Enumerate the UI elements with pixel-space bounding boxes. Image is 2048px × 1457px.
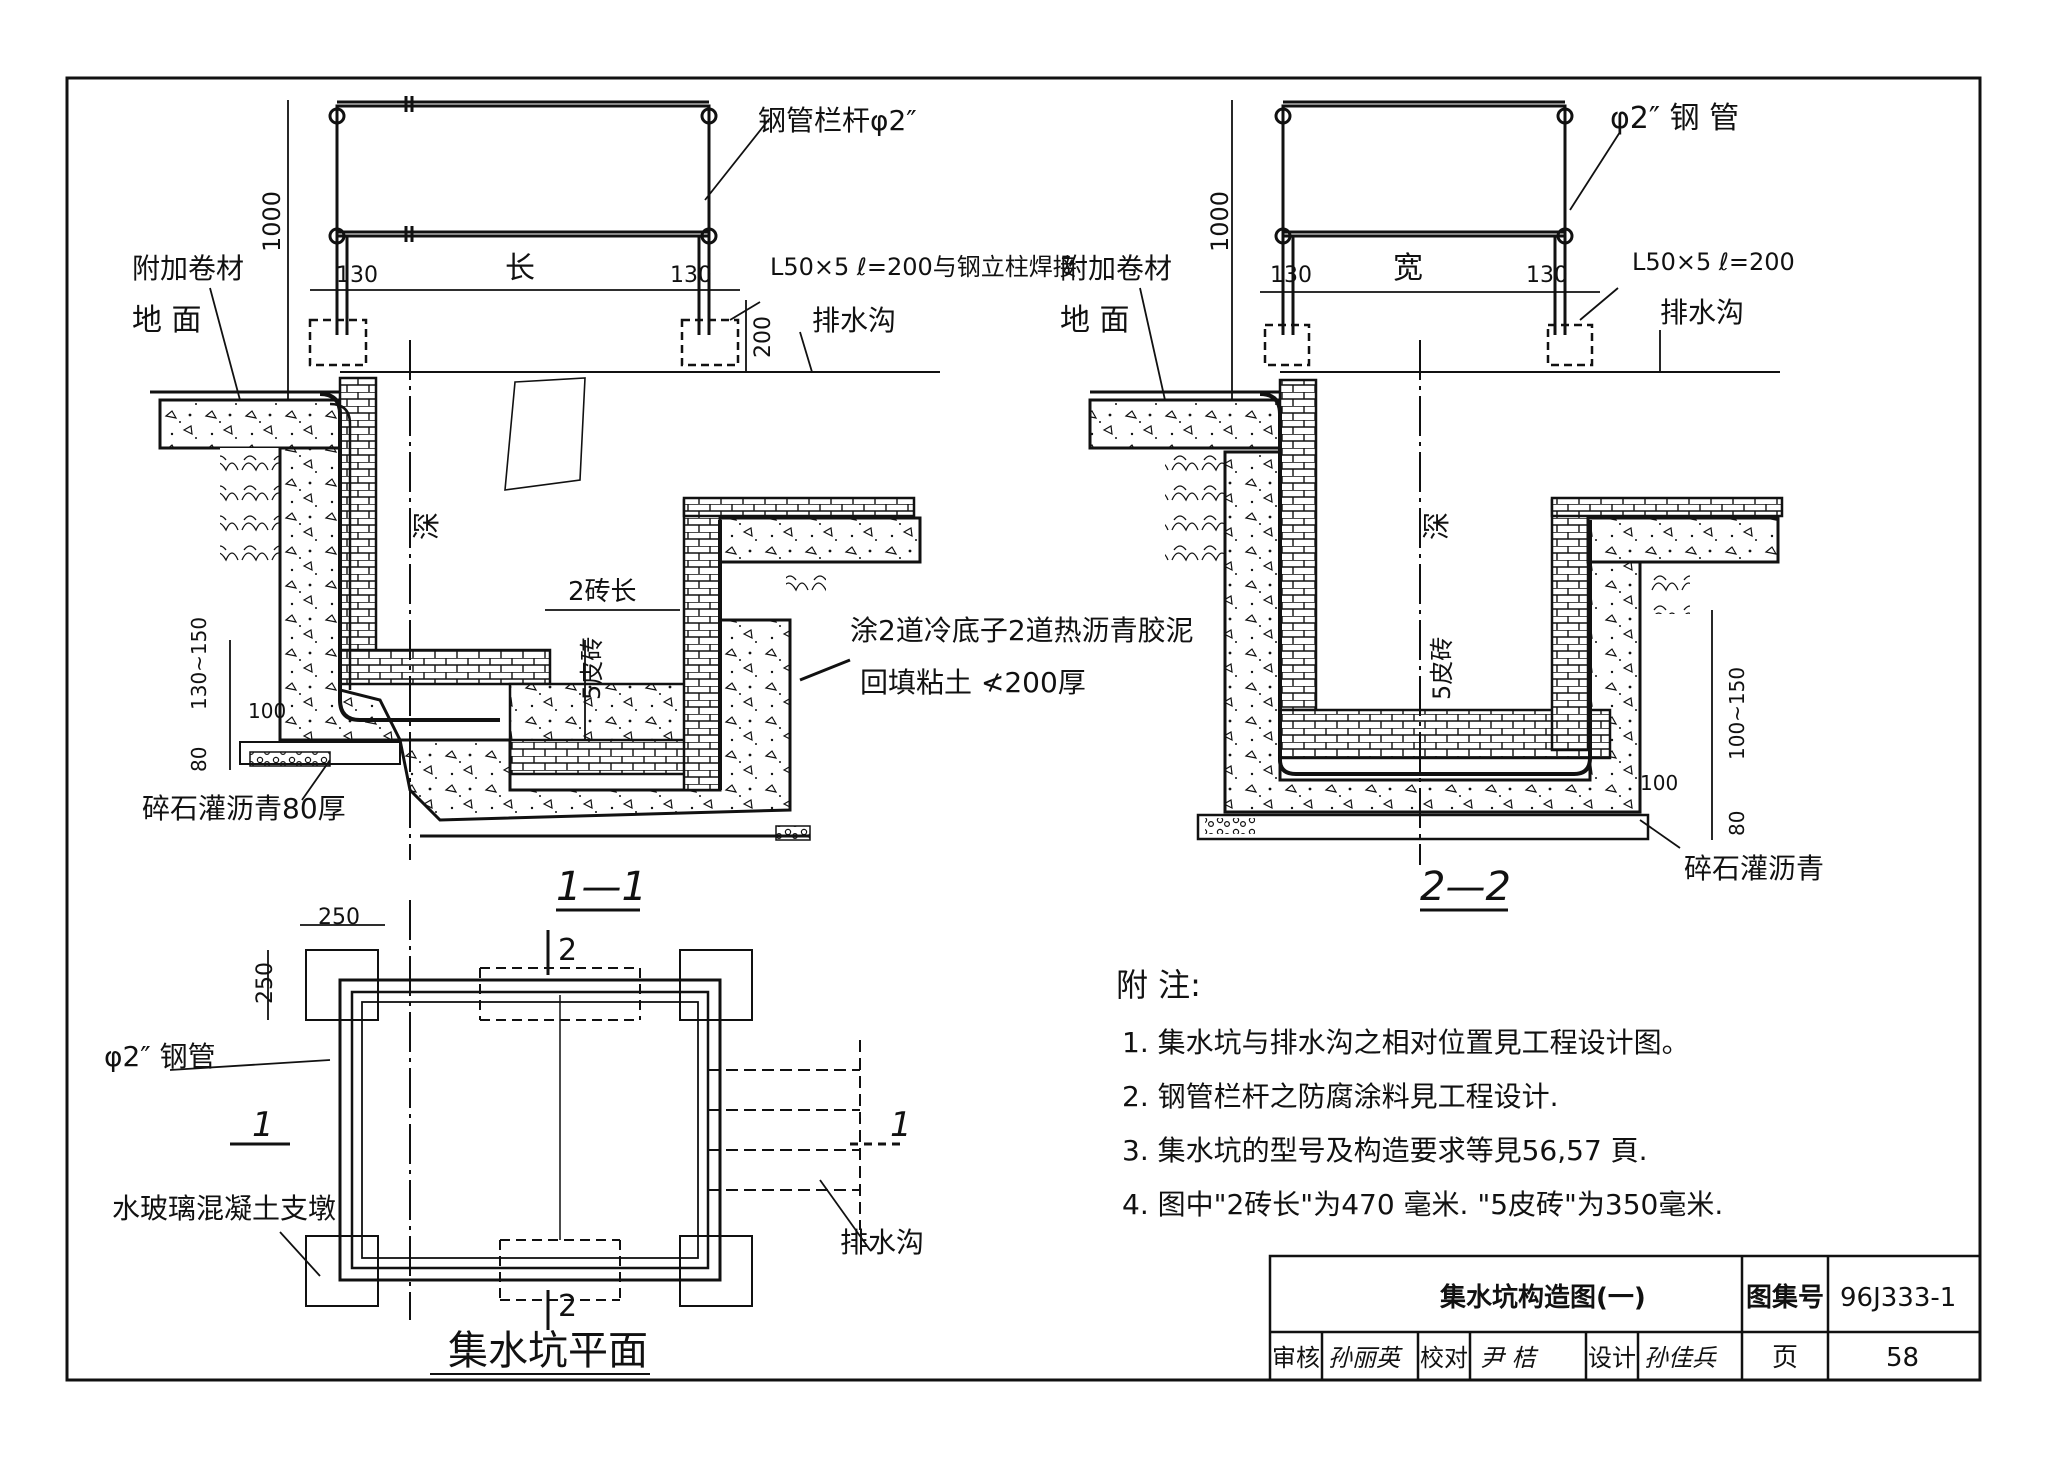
- s2-dim-100: 100: [1640, 771, 1678, 795]
- s1-five-brick-label: 5皮砖: [578, 637, 606, 700]
- note-3: 3. 集水坑的型号及构造要求等見56,57 頁.: [1122, 1134, 1648, 1167]
- s1-drain-label: 排水沟: [812, 304, 896, 337]
- plan-pipe-label: φ2″ 钢管: [104, 1040, 216, 1073]
- s1-dim-80: 80: [187, 747, 211, 772]
- s2-angle-steel-label: L50×5 ℓ=200: [1632, 248, 1795, 276]
- plan-support-label: 水玻璃混凝土支墩: [112, 1192, 336, 1225]
- title-block-page-no: 58: [1886, 1343, 1919, 1373]
- title-block-design: 设计: [1588, 1344, 1636, 1372]
- s2-height-1000: 1000: [1206, 191, 1234, 252]
- s1-dim-length: 长: [505, 251, 535, 286]
- s1-railing-label: 钢管栏杆φ2″: [758, 104, 917, 137]
- railing-1: [328, 96, 718, 335]
- s2-five-brick-label: 5皮砖: [1428, 637, 1456, 700]
- plan-drawing: [169, 900, 900, 1375]
- railing-2: [1274, 100, 1574, 335]
- sheet-border: [65, 76, 1982, 1382]
- s2-dim-width: 宽: [1393, 251, 1423, 286]
- s1-dim-130-right: 130: [670, 263, 712, 288]
- title-block-drawing-title: 集水坑构造图(一): [1439, 1282, 1646, 1313]
- s1-backfill-label: 回填粘土 ≮200厚: [860, 666, 1086, 699]
- s2-extra-membrane-label: 附加卷材: [1060, 252, 1172, 285]
- s2-dim-130-left: 130: [1270, 263, 1312, 288]
- s1-dim-100: 100: [248, 699, 286, 723]
- section-1-1-drawing: [150, 96, 940, 860]
- s2-ground-label: 地 面: [1060, 303, 1130, 338]
- s1-two-brick-label: 2砖长: [568, 577, 637, 607]
- plan-dim-250-v: 250: [253, 962, 278, 1004]
- s2-pipe-label: φ2″ 钢 管: [1610, 101, 1739, 136]
- title-block-reviewer: 孙丽英: [1328, 1344, 1403, 1372]
- s2-section-title: 2—2: [1420, 864, 1511, 910]
- s2-dim-130-right: 130: [1526, 263, 1568, 288]
- title-block-check: 校对: [1420, 1344, 1468, 1372]
- title-block: [1268, 1254, 1982, 1382]
- s1-section-title: 1—1: [556, 864, 647, 910]
- plan-dim-250-h: 250: [318, 905, 360, 930]
- note-1: 1. 集水坑与排水沟之相对位置見工程设计图。: [1122, 1026, 1690, 1059]
- section-2-2-drawing: [1088, 100, 1784, 865]
- s2-dim-100-150: 100~150: [1725, 667, 1749, 760]
- s2-dim-80: 80: [1725, 811, 1749, 836]
- s1-dim-130-150: 130~150: [187, 617, 211, 710]
- s1-ground-label: 地 面: [132, 303, 202, 338]
- title-block-atlas-label: 图集号: [1746, 1282, 1824, 1313]
- s1-extra-membrane-label: 附加卷材: [132, 252, 244, 285]
- s2-gravel-label: 碎石灌沥青: [1684, 852, 1824, 885]
- plan-mark-1-left: 1: [252, 1105, 274, 1145]
- notes-heading: 附 注:: [1116, 966, 1201, 1004]
- title-block-atlas-no: 96J333-1: [1840, 1283, 1956, 1313]
- plan-drain-label: 排水沟: [840, 1226, 924, 1259]
- s1-gravel-label: 碎石灌沥青80厚: [142, 792, 346, 825]
- plan-title: 集水坑平面: [448, 1328, 648, 1374]
- plan-mark-2-bottom: 2: [558, 1289, 577, 1324]
- s1-dim-130-left: 130: [336, 263, 378, 288]
- s1-coating-label: 涂2道冷底子2道热沥青胶泥: [850, 614, 1194, 647]
- note-4: 4. 图中"2砖长"为470 毫米. "5皮砖"为350毫米.: [1122, 1188, 1723, 1221]
- title-block-designer: 孙佳兵: [1644, 1344, 1717, 1372]
- s1-h200: 200: [751, 316, 776, 358]
- plan-mark-1-right: 1: [890, 1105, 912, 1145]
- title-block-review: 审核: [1272, 1344, 1320, 1372]
- note-2: 2. 钢管栏杆之防腐涂料見工程设计.: [1122, 1080, 1559, 1113]
- title-block-checker: 尹 桔: [1480, 1344, 1539, 1372]
- s1-depth-label: 深: [410, 512, 443, 540]
- s1-height-1000: 1000: [258, 191, 286, 252]
- s2-drain-label: 排水沟: [1660, 296, 1744, 329]
- plan-mark-2-top: 2: [558, 933, 577, 968]
- s2-depth-label: 深: [1420, 512, 1453, 540]
- s1-angle-steel-label: L50×5 ℓ=200与钢立柱焊接: [770, 253, 1077, 281]
- title-block-page-label: 页: [1772, 1343, 1798, 1373]
